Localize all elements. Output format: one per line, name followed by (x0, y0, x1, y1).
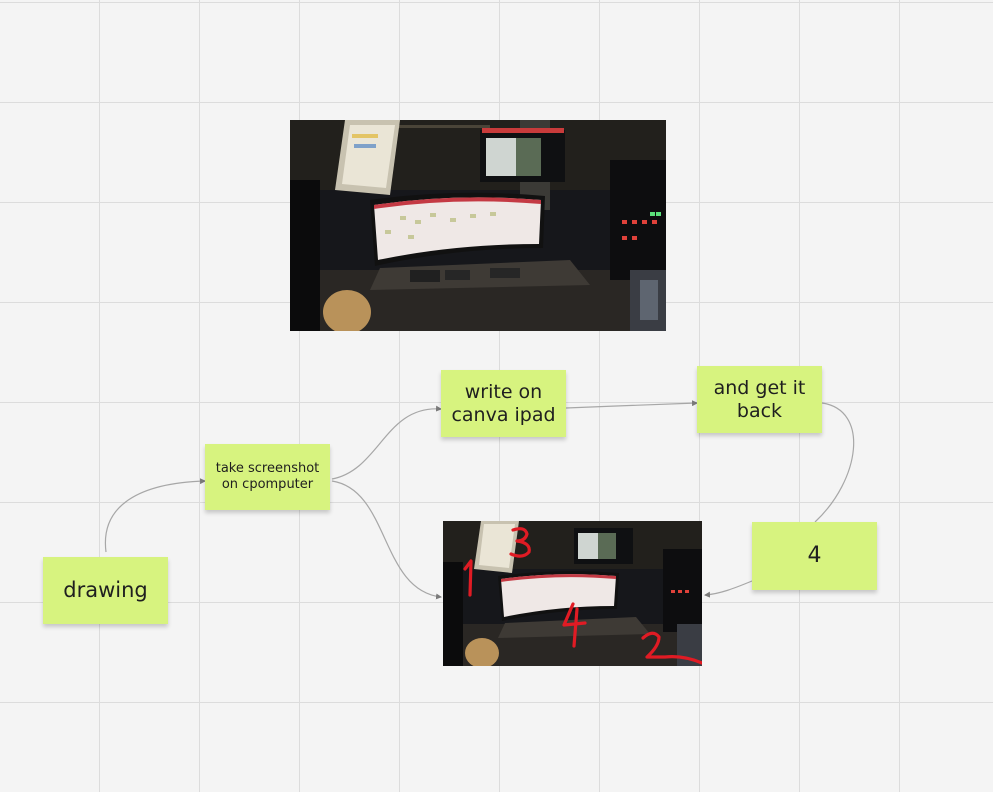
connector-drawing-to-screenshot[interactable] (104, 478, 206, 553)
studio-photo-annotated[interactable] (443, 521, 702, 666)
connector-four-to-photo[interactable] (704, 580, 753, 598)
desk-setup-image (290, 120, 666, 331)
connector-screenshot-to-photo[interactable] (331, 480, 442, 600)
sticky-note-text: drawing (63, 577, 148, 602)
connector-write-to-getback[interactable] (565, 400, 698, 409)
annotation-mark-3 (509, 527, 531, 558)
sticky-note-text: 4 (807, 542, 822, 568)
sticky-note-text: and get it back (713, 376, 806, 422)
sticky-note-drawing[interactable]: drawing (43, 557, 168, 624)
annotation-mark-2 (641, 631, 702, 665)
sticky-note-get-it-back[interactable]: and get it back (697, 366, 822, 433)
sticky-note-four[interactable]: 4 (752, 522, 877, 590)
sticky-note-text: take screenshot on cpomputer (215, 461, 320, 492)
annotation-mark-1 (463, 559, 473, 597)
studio-photo-top[interactable] (290, 120, 666, 331)
annotation-mark-4 (562, 602, 587, 648)
sticky-note-take-screenshot[interactable]: take screenshot on cpomputer (205, 444, 330, 510)
connector-screenshot-to-write[interactable] (331, 405, 442, 480)
annotated-desk-image (443, 521, 702, 666)
sticky-note-text: write on canva ipad (451, 380, 556, 426)
sticky-note-write-on-canva[interactable]: write on canva ipad (441, 370, 566, 437)
